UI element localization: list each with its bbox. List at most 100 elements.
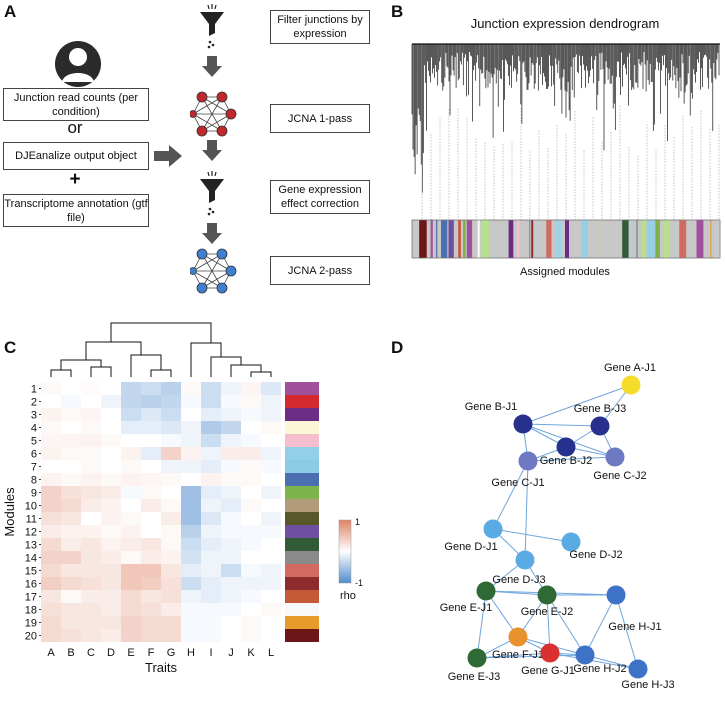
network-node [476, 581, 496, 601]
trait-column-label: J [228, 647, 234, 659]
network-edge [584, 594, 617, 656]
network-node [508, 627, 528, 647]
heatmap-cell [221, 590, 241, 603]
heatmap-cell [261, 395, 281, 408]
heatmap-cell [121, 460, 141, 473]
heatmap-cell [201, 577, 221, 590]
module-color-swatch [285, 577, 319, 590]
heatmap-cell [221, 408, 241, 421]
module-row-label: 12 [25, 527, 37, 539]
network-node-label: Gene E-J1 [440, 602, 493, 614]
heatmap-cell [241, 616, 261, 629]
module-color-stripe [477, 220, 480, 258]
heatmap-cell [41, 629, 61, 642]
heatmap-cell [221, 629, 241, 642]
heatmap-cell [141, 434, 161, 447]
heatmap-cell [241, 460, 261, 473]
junction-dendrogram [411, 43, 721, 259]
module-color-stripe [463, 220, 466, 258]
heatmap-cell [241, 551, 261, 564]
heatmap-cell [261, 629, 281, 642]
heatmap-cell [201, 512, 221, 525]
module-color-swatch [285, 395, 319, 408]
network-node [606, 585, 626, 605]
heatmap-cell [61, 616, 81, 629]
heatmap-cell [81, 525, 101, 538]
heatmap-cell [41, 499, 61, 512]
module-color-swatch [285, 525, 319, 538]
heatmap-cell [141, 590, 161, 603]
heatmap-cell [201, 395, 221, 408]
heatmap-cell [81, 590, 101, 603]
heatmap-cell [201, 408, 221, 421]
trait-column-label: D [107, 647, 115, 659]
heatmap-cell [181, 564, 201, 577]
heatmap-cell [241, 603, 261, 616]
module-color-stripe [555, 220, 562, 258]
module-color-swatch [285, 499, 319, 512]
red-network-icon [190, 91, 237, 137]
network-node-label: Gene B-J3 [574, 403, 627, 415]
heatmap-cell [261, 551, 281, 564]
network-node-label: Gene B-J1 [465, 401, 518, 413]
network-edge [476, 654, 586, 659]
heatmap-cell [61, 538, 81, 551]
heatmap-cell [161, 421, 181, 434]
heatmap-cell [221, 551, 241, 564]
junction-counts-box: Junction read counts (per condition) [3, 88, 149, 121]
trait-column-label: A [47, 647, 55, 659]
module-color-swatch [285, 538, 319, 551]
heatmap-cell [101, 486, 121, 499]
heatmap-cell [81, 564, 101, 577]
heatmap-cell [41, 525, 61, 538]
network-node-label: Gene E-J3 [448, 671, 501, 683]
module-row-label: 19 [25, 618, 37, 630]
module-row-label: 11 [26, 514, 37, 526]
module-color-swatch [285, 382, 319, 395]
heatmap-cell [201, 616, 221, 629]
trait-column-label: E [127, 647, 134, 659]
module-color-swatch [285, 447, 319, 460]
heatmap-cell [181, 577, 201, 590]
heatmap-cell [181, 447, 201, 460]
heatmap-cell [141, 603, 161, 616]
heatmap-cell [121, 538, 141, 551]
heatmap-cell [181, 538, 201, 551]
heatmap-cell [41, 421, 61, 434]
heatmap-cell [241, 629, 261, 642]
heatmap-cell [121, 551, 141, 564]
module-color-stripe [529, 220, 531, 258]
plus-text: + [69, 169, 81, 190]
module-color-stripe [636, 220, 638, 258]
module-row-label: 20 [25, 631, 37, 643]
heatmap-cell [41, 538, 61, 551]
heatmap-cell [141, 616, 161, 629]
network-edge [615, 594, 639, 670]
network-edge [492, 528, 572, 543]
heatmap-cell [201, 603, 221, 616]
network-node [513, 414, 533, 434]
heatmap-cell [121, 408, 141, 421]
heatmap-cell [241, 499, 261, 512]
module-color-swatch [285, 486, 319, 499]
trait-column-label: L [268, 647, 274, 659]
module-color-swatch [285, 603, 319, 616]
jcna1-step-box: JCNA 1-pass [270, 104, 370, 133]
heatmap-cell [201, 382, 221, 395]
heatmap-cell [141, 538, 161, 551]
heatmap-cell [161, 616, 181, 629]
heatmap-cell [241, 538, 261, 551]
heatmap-cell [201, 538, 221, 551]
heatmap-cell [101, 434, 121, 447]
heatmap-cell [181, 382, 201, 395]
module-color-swatch [285, 616, 319, 629]
heatmap-cell [81, 538, 101, 551]
heatmap-cell [81, 395, 101, 408]
pipeline-graphic [190, 4, 237, 294]
heatmap-cell [81, 408, 101, 421]
heatmap-cell [141, 447, 161, 460]
module-color-stripe [640, 220, 647, 258]
heatmap-cell [61, 551, 81, 564]
module-color-stripe [546, 220, 552, 258]
